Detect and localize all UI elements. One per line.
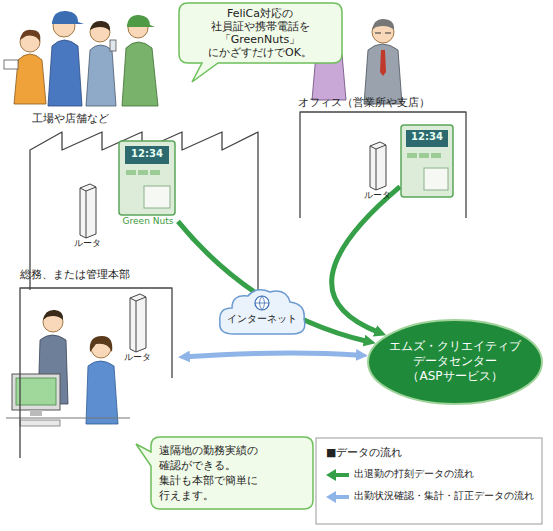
person-hair [43, 310, 63, 320]
person-glasses [375, 32, 391, 33]
legend-arrow-line [334, 495, 349, 499]
device-button [150, 170, 160, 175]
node-subtext: Green Nuts [118, 216, 178, 227]
node-text: ルータ [362, 190, 392, 201]
staff-group-hq [6, 310, 130, 426]
cloud-outline [220, 290, 305, 334]
building-outline [30, 132, 258, 290]
node-text: FeliCa対応の 社員証や携帯電話を 「GreenNuts」 にかざすだけでO… [185, 7, 335, 59]
router-body [370, 142, 386, 190]
building-outline [300, 112, 466, 218]
person-body [48, 40, 82, 106]
device-button [126, 170, 136, 175]
internet-cloud: インターネット [216, 286, 308, 340]
data-center: エムズ・クリエイティブ データセンター （ASPサービス） [366, 318, 544, 406]
person-body [86, 361, 118, 424]
desk-edge [6, 417, 130, 418]
computer-monitor [12, 374, 60, 410]
building: 工場や店舗などルータ 12:34Green Nuts [22, 112, 267, 290]
legend-arrow-line [334, 473, 349, 477]
device-button [419, 153, 429, 158]
card-reader [424, 168, 448, 190]
legend-title: ■データの流れ [326, 446, 402, 460]
person-body [14, 54, 46, 104]
globe-lines [255, 296, 269, 310]
flow-arrow [178, 221, 368, 341]
router: ルータ [72, 184, 102, 248]
globe-icon [255, 296, 269, 310]
person-body [122, 42, 158, 106]
person-cap [52, 11, 84, 24]
bubble-outline [179, 3, 342, 82]
timeclock-device: 12:34 [400, 124, 456, 202]
person-body [364, 44, 402, 104]
device-button [138, 170, 148, 175]
staff-group-left [4, 11, 158, 106]
legend-arrow-head [326, 469, 336, 481]
node-text: エムズ・クリエイティブ データセンター （ASPサービス） [385, 339, 525, 384]
node-text: 総務、または管理本部 [20, 268, 130, 282]
person-body [86, 45, 116, 106]
node-text: 12:34 [125, 148, 169, 161]
person-hair [372, 19, 394, 30]
legend-text: 出勤状況確認・集計・訂正データの流れ [354, 490, 534, 503]
person-cap [127, 15, 155, 27]
timeclock-device: 12:34Green Nuts [118, 140, 178, 230]
router: ルータ [122, 294, 152, 368]
building-outline [20, 288, 172, 458]
person-hair [20, 30, 40, 42]
device-button [431, 153, 441, 158]
router-body [130, 294, 146, 352]
person-hair [90, 21, 110, 31]
flow-arrow [332, 187, 400, 333]
node-text: ルータ [122, 352, 152, 363]
legend-arrow-head [326, 491, 336, 503]
legend-frame [316, 438, 542, 524]
mobile-phone [110, 40, 116, 51]
device-screen [125, 146, 169, 164]
device-button [407, 153, 417, 158]
computer-screen [16, 378, 56, 405]
router-edge [130, 297, 146, 352]
person-tie [380, 50, 386, 76]
person-hair [90, 336, 113, 352]
id-card [4, 60, 18, 69]
keyboard [20, 420, 60, 426]
speech-bubble: 遠隔地の勤務実績の 確認ができる。 集計も本部で簡単に 行えます。 [150, 436, 314, 510]
legend-text: 出退勤の打刻データの流れ [354, 468, 474, 481]
card-reader [144, 186, 170, 208]
router-edge [80, 187, 96, 238]
node-text: 12:34 [406, 131, 448, 144]
building: 総務、または管理本部ルータ [14, 268, 178, 458]
device-body [119, 141, 175, 215]
legend-arrow [326, 491, 350, 503]
node-text: インターネット [216, 313, 308, 326]
device-body [401, 125, 453, 197]
router-body [80, 184, 96, 238]
monitor-stand [30, 410, 42, 416]
legend-arrow [326, 469, 350, 481]
device-screen [406, 130, 448, 147]
data-center-ellipse [368, 320, 542, 404]
node-text: 遠隔地の勤務実績の 確認ができる。 集計も本部で簡単に 行えます。 [159, 443, 305, 503]
speech-bubble: FeliCa対応の 社員証や携帯電話を 「GreenNuts」 にかざすだけでO… [178, 2, 343, 66]
node-text: 工場や店舗など [32, 112, 109, 126]
flow-arrow [186, 353, 360, 357]
building: オフィス（営業所や支店） ルータ 12:34 [290, 96, 472, 218]
router: ルータ [362, 142, 392, 202]
building-shape [14, 268, 178, 458]
node-text: オフィス（営業所や支店） [298, 96, 430, 110]
router-edge [370, 145, 386, 190]
node-text: ルータ [72, 238, 102, 249]
bubble-outline [136, 437, 313, 509]
